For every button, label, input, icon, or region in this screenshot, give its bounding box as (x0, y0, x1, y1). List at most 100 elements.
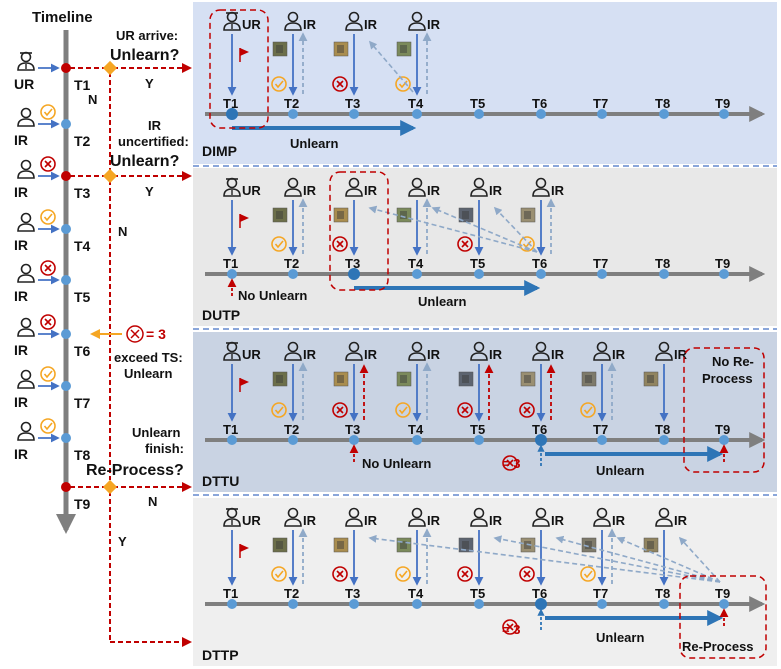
certified-check-icon (395, 566, 411, 582)
decision-3-yes: Y (118, 534, 127, 549)
user-label: IR (551, 183, 565, 198)
certified-check-icon (580, 402, 596, 418)
time-label: T6 (532, 256, 547, 271)
timeline-node (61, 275, 71, 285)
data-sample-image (458, 537, 474, 553)
time-node (597, 269, 607, 279)
notify-arrow (493, 206, 538, 253)
user-label: IR (489, 183, 503, 198)
user-label: IR (364, 17, 378, 32)
time-node (349, 109, 359, 119)
time-node (226, 108, 238, 120)
data-sample-image (581, 371, 597, 387)
timeline-node (61, 433, 71, 443)
time-node (719, 269, 729, 279)
time-label: T5 (470, 256, 485, 271)
user-label: IR (427, 347, 441, 362)
unlearning-request-user-icon (17, 51, 35, 71)
data-sample-image (333, 41, 349, 57)
user-label: IR (551, 513, 565, 528)
uncertified-cross-icon (40, 314, 56, 330)
panel-dttu-no-reprocess-line1: No Re- (712, 354, 754, 369)
panel-dttp-count: = 3 (502, 622, 520, 637)
time-label: T1 (223, 422, 238, 437)
time-label: T6 (532, 96, 547, 111)
time-label: T8 (655, 586, 670, 601)
timeline-node (61, 224, 71, 234)
highlight-reprocess (679, 575, 767, 659)
time-node (536, 269, 546, 279)
certified-check-icon (40, 209, 56, 225)
user-label: IR (364, 347, 378, 362)
inference-user-icon (470, 177, 488, 197)
data-sample-image (333, 371, 349, 387)
certified-check-icon (271, 76, 287, 92)
unlearning-request-user-icon (223, 507, 241, 527)
uncertified-cross-icon (457, 402, 473, 418)
timeline-title: Timeline (32, 9, 93, 26)
time-label: T6 (532, 586, 547, 601)
time-label: T7 (593, 96, 608, 111)
timeline-time-label: T6 (74, 343, 91, 359)
time-node (349, 599, 359, 609)
time-node (659, 435, 669, 445)
threshold-branch: = 3 exceed TS: Unlearn (90, 325, 183, 381)
user-label: IR (303, 183, 317, 198)
time-label: T1 (223, 586, 238, 601)
panel-dttp-unlearn-label: Unlearn (596, 630, 644, 645)
time-node (288, 435, 298, 445)
certified-check-icon (40, 366, 56, 382)
time-label: T7 (593, 256, 608, 271)
time-label: T3 (345, 586, 360, 601)
inference-user-icon (17, 421, 35, 441)
decision-1: UR arrive: Unlearn? Y N (70, 28, 192, 172)
time-label: T2 (284, 96, 299, 111)
time-node (348, 268, 360, 280)
data-sample-image (272, 537, 288, 553)
inference-user-icon (284, 507, 302, 527)
data-sample-image (396, 537, 412, 553)
uncertified-cross-icon (457, 236, 473, 252)
time-label: T5 (470, 586, 485, 601)
panel-dutp-title: DUTP (202, 307, 240, 323)
data-sample-image (520, 371, 536, 387)
inference-user-icon (408, 177, 426, 197)
user-label: UR (242, 17, 261, 32)
panel-dttu-unlearn-label: Unlearn (596, 463, 644, 478)
panel-dimp-unlearn-label: Unlearn (290, 136, 338, 151)
user-label: IR (427, 17, 441, 32)
user-label: IR (364, 183, 378, 198)
time-label: T4 (408, 586, 424, 601)
data-sample-image (458, 207, 474, 223)
uncertified-cross-icon (519, 402, 535, 418)
time-node (597, 599, 607, 609)
panel-dimp-title: DIMP (202, 143, 237, 159)
highlight-unlearn-request (209, 9, 269, 129)
time-node (412, 599, 422, 609)
data-sample-image (272, 371, 288, 387)
user-label: IR (427, 183, 441, 198)
inference-user-icon (17, 369, 35, 389)
timeline-user-label: IR (14, 342, 28, 358)
certified-check-icon (271, 566, 287, 582)
time-label: T5 (470, 422, 485, 437)
time-label: T4 (408, 422, 424, 437)
uncertified-cross-icon (332, 236, 348, 252)
timeline-user-label: IR (14, 237, 28, 253)
time-label: T2 (284, 256, 299, 271)
data-sample-image (272, 41, 288, 57)
inference-user-icon (284, 177, 302, 197)
inference-user-icon (532, 177, 550, 197)
time-node (288, 109, 298, 119)
certified-check-icon (395, 402, 411, 418)
inference-user-icon (593, 341, 611, 361)
time-node (536, 109, 546, 119)
decision-3-question-line3: Re-Process? (86, 462, 184, 479)
decision-2-question-line3: Unlearn? (110, 153, 179, 170)
flag-icon (239, 48, 249, 62)
timeline-time-label: T2 (74, 133, 91, 149)
